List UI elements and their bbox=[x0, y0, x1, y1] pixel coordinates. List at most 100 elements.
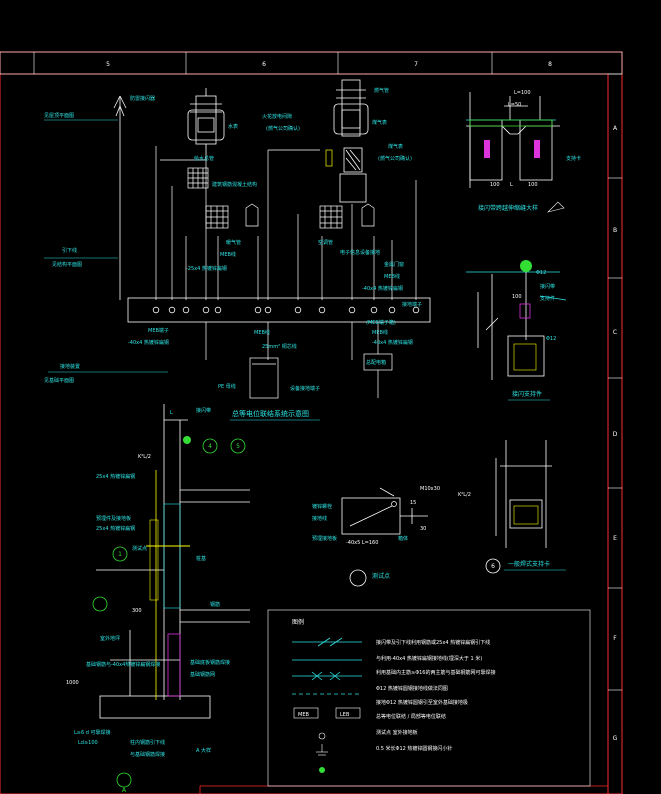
label-meb-line-3: MEB线 bbox=[372, 329, 388, 336]
legend-item: 0.5 米长Φ12 热镀锌圆钢接闪小针 bbox=[376, 745, 452, 752]
meb-schematic-title: 总等电位联结系统示意图 bbox=[232, 409, 309, 418]
marker-4: 4 bbox=[208, 443, 212, 450]
label-cable-25: 25mm² 铜芯线 bbox=[262, 343, 297, 350]
label-meb-flat: -25x4 热镀锌扁钢 bbox=[186, 265, 227, 272]
clamp-dim: K²L/2 bbox=[458, 492, 471, 498]
label-meb-line-2: MEB线 bbox=[384, 273, 400, 280]
label-air-duct: 空调管 bbox=[318, 239, 333, 246]
clamp-title: 一般焊式支持卡 bbox=[508, 560, 550, 568]
foundation-note3: 基础钢筋与-40x4热镀锌扁钢焊接 bbox=[86, 661, 160, 668]
label-pe-bus: PE 母线 bbox=[218, 383, 236, 390]
foundation-grade: 室外地坪 bbox=[100, 635, 120, 642]
label-meb-panel: (MEB端子箱) bbox=[366, 319, 396, 326]
label-heating-pipe: 暖气管 bbox=[226, 239, 241, 246]
legend-item: 与利用-40x4 热镀锌扁钢接地线(埋深大于 1 米) bbox=[376, 655, 482, 662]
legend-item: 接地Φ12 热镀锌圆钢引至室外基础接地极 bbox=[376, 699, 468, 706]
heating-pipe-icon bbox=[187, 167, 375, 229]
foundation-detail: 4 5 1 A 接闪带 L 25x4 热镀锌扁钢 预埋件及接地板 25x4 热镀… bbox=[66, 404, 250, 794]
support-detail-title: 接闪支持件 bbox=[512, 390, 542, 398]
foundation-flat25: 25x4 热镀锌扁钢 bbox=[96, 473, 135, 480]
label-meter-2: 煤气表 bbox=[388, 143, 403, 150]
support-lbl1: 接闪带 bbox=[540, 283, 555, 290]
testbox-bolt: 镀锌螺栓 bbox=[312, 503, 332, 510]
foundation-pile-note: L≥6 d 可靠焊接 bbox=[74, 729, 111, 736]
label-earth-plan-1: 接地装置 bbox=[60, 363, 80, 370]
expansion-joint-title: 接闪带跨越伸缩缝大样 bbox=[478, 204, 538, 212]
row-label: E bbox=[613, 535, 617, 542]
dim-1000: 1000 bbox=[66, 680, 79, 686]
legend-meb: MEB bbox=[298, 712, 309, 718]
support-label: 支持卡 bbox=[566, 155, 581, 162]
support-part-detail: Φ12 接闪带 支持件 Φ12 100 接闪支持件 bbox=[466, 260, 567, 401]
row-labels: A B C D E F G bbox=[613, 125, 618, 742]
foundation-note1: 预埋件及接地板 bbox=[96, 515, 131, 522]
dim-l50: L=50 bbox=[508, 102, 521, 108]
legend: 图例 MEB LEB 接闪带及引下线利用钢筋或25x4 热镀锌扁钢引下线 与利用… bbox=[267, 609, 591, 787]
col-label: 6 bbox=[262, 61, 266, 68]
foundation-rebar: 钢筋 bbox=[210, 601, 220, 608]
meb-schematic: 防雷接闪器 见屋顶平面图 引下线 见结构平面图 接地装置 见基础平面图 水表 给… bbox=[44, 79, 431, 421]
testbox-d10: M10x30 bbox=[420, 486, 440, 492]
testbox-dim15: 15 bbox=[410, 500, 416, 506]
marker-circle-a: A bbox=[122, 787, 127, 794]
foundation-caption-1: 柱内钢筋引下线 bbox=[130, 739, 165, 746]
foundation-connector: 测试点 bbox=[132, 545, 147, 552]
label-water-meter: 水表 bbox=[228, 123, 238, 130]
testbox-dim30: 30 bbox=[420, 526, 426, 532]
col-label: 5 bbox=[106, 61, 110, 68]
label-steel-40-c: -40x4 热镀锌扁钢 bbox=[128, 339, 169, 346]
foundation-pile: 桩基 bbox=[196, 555, 206, 562]
label-gas-note: (燃气公司确认) bbox=[266, 125, 300, 132]
test-box-detail: 镀锌螺栓 接地线 预埋接地板 箱体 M10x30 15 30 -40x5 L=1… bbox=[312, 486, 440, 587]
drawing-frame bbox=[0, 51, 623, 794]
label-equip-ground: 设备接地端子 bbox=[290, 385, 320, 392]
foundation-l: L bbox=[170, 410, 173, 416]
clamp-marker: 6 bbox=[491, 563, 495, 570]
row-label: A bbox=[613, 125, 618, 132]
foundation-caption-2: 与基础钢筋焊接 bbox=[130, 751, 165, 758]
expansion-joint-detail: L=100 L=50 100 L 100 支持卡 接闪带跨越伸缩缝大样 bbox=[466, 90, 581, 213]
legend-heading: 图例 bbox=[292, 618, 304, 626]
gas-pipe-icon bbox=[325, 79, 369, 203]
lightning-rod-icon bbox=[113, 95, 127, 300]
water-meter-icon bbox=[187, 88, 225, 160]
legend-item: 总等电位联结 / 局部等电位联结 bbox=[376, 713, 446, 720]
dim-h100b: 100 bbox=[528, 182, 538, 188]
label-gas-note-2: (燃气公司确认) bbox=[378, 155, 412, 162]
dim-l100: L=100 bbox=[514, 90, 531, 96]
meb-busbar bbox=[127, 297, 431, 323]
label-gas-gap: 火花放电间隙 bbox=[262, 113, 292, 120]
label-earth-plan-2: 见基础平面图 bbox=[44, 377, 74, 384]
label-roof-plan: 见屋顶平面图 bbox=[44, 113, 74, 119]
legend-leb: LEB bbox=[340, 712, 350, 718]
legend-item: 接闪带及引下线利用钢筋或25x4 热镀锌扁钢引下线 bbox=[376, 639, 490, 646]
testbox-flat: -40x5 L=160 bbox=[346, 540, 378, 546]
row-label: G bbox=[613, 735, 618, 742]
marker-5: 5 bbox=[236, 443, 240, 450]
col-label: 7 bbox=[414, 61, 418, 68]
label-electronic: 电子信息设备接地 bbox=[340, 249, 380, 256]
label-meb-box: MEB端子 bbox=[148, 327, 169, 334]
dim-hl: L bbox=[510, 182, 513, 188]
clamp-detail: K²L/2 6 一般焊式支持卡 bbox=[458, 440, 566, 574]
label-steel-40: -40x4 热镀锌扁钢 bbox=[362, 285, 403, 292]
label-meb-line-4: MEB线 bbox=[254, 329, 270, 336]
dim-h100: 100 bbox=[490, 182, 500, 188]
marker-1: 1 bbox=[118, 551, 122, 558]
row-label: F bbox=[613, 635, 617, 642]
foundation-top-label: 接闪带 bbox=[196, 407, 211, 414]
row-label: D bbox=[613, 431, 618, 438]
label-water-pipe: 给水总管 bbox=[194, 155, 214, 162]
column-labels: 5 6 7 8 bbox=[106, 61, 552, 68]
testbox-plate: 接地线 bbox=[312, 515, 327, 522]
row-label: C bbox=[613, 329, 617, 336]
label-metal-door: 金属门窗 bbox=[384, 261, 404, 268]
testbox-ground: 预埋接地板 bbox=[312, 535, 337, 542]
legend-item: 利用基础内主筋≥Φ16的两主筋与基础钢筋网可靠焊接 bbox=[376, 669, 496, 676]
foundation-note4: 基础底板钢筋焊接 bbox=[190, 659, 230, 666]
row-label: B bbox=[613, 227, 617, 234]
foundation-note2: 25x4 热镀锌扁钢 bbox=[96, 525, 135, 532]
col-label: 8 bbox=[548, 61, 552, 68]
label-struct-plan: 见结构平面图 bbox=[52, 261, 82, 268]
